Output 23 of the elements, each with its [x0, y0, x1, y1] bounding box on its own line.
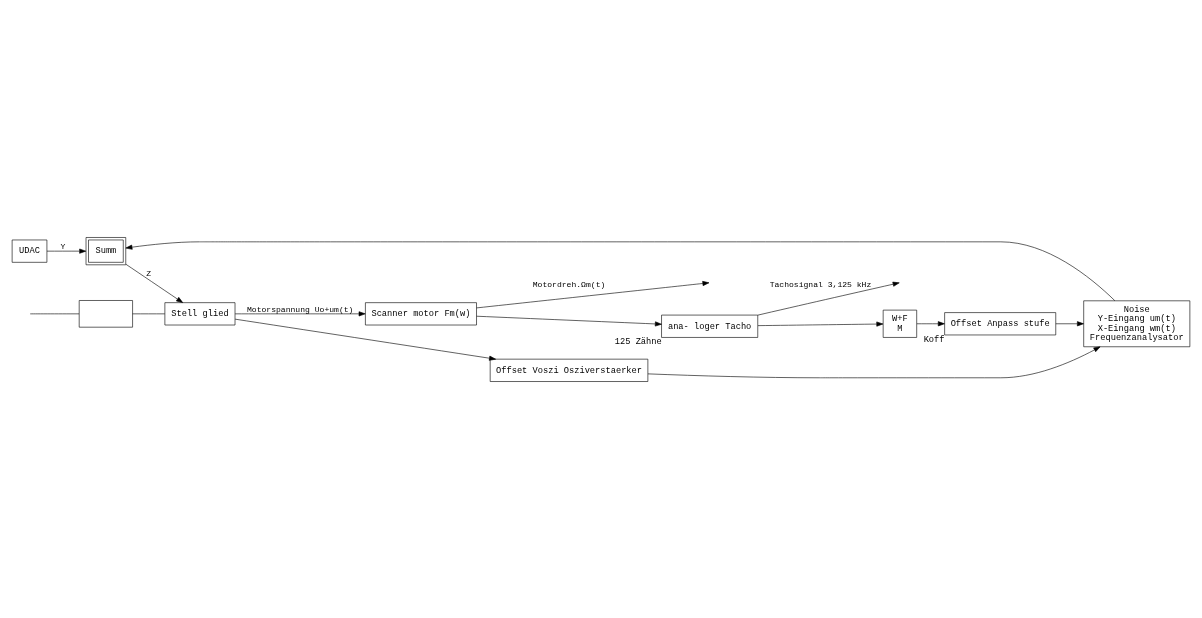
node-box: Offset Voszi Osziverstaerker — [489, 358, 649, 382]
arrow — [916, 320, 945, 326]
arrow — [234, 310, 366, 316]
arrow — [757, 281, 900, 315]
node-box: Stell glied — [164, 301, 236, 325]
arrow — [476, 315, 662, 326]
arrow — [46, 248, 87, 254]
arrow — [125, 263, 183, 303]
arrow — [757, 321, 884, 327]
arrow — [1055, 320, 1084, 326]
arrow — [234, 318, 496, 361]
node-box — [78, 299, 133, 327]
node-box: UDAC — [11, 239, 48, 263]
node-box: Offset Anpass stufe — [944, 311, 1057, 335]
arrow — [476, 280, 710, 308]
node-box: W+F M — [882, 309, 917, 338]
node-label: 125 Zähne — [614, 336, 662, 347]
arrow — [647, 346, 1101, 378]
node-label: Koff — [923, 334, 945, 345]
arrow — [125, 241, 1116, 301]
node-box: Noise Y-Eingang um(t) X-Eingang wm(t) Frequenzanalysator — [1083, 300, 1191, 347]
node-box: Scanner motor Fm(w) — [365, 301, 477, 325]
node-box: ana- loger Tacho — [661, 314, 759, 338]
